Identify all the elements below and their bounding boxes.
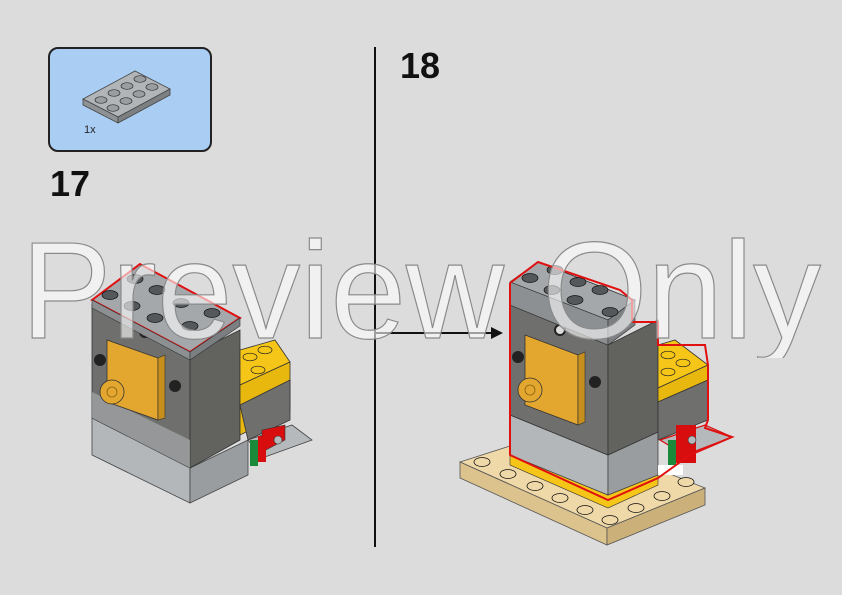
arrow-right-icon	[375, 327, 503, 339]
plate-2x4-icon	[82, 70, 171, 124]
part-quantity: 1x	[84, 124, 96, 136]
step-number-18: 18	[400, 45, 441, 86]
step-number-17: 17	[50, 163, 91, 204]
parts-callout: 1x	[48, 47, 212, 152]
step-divider	[374, 47, 376, 547]
